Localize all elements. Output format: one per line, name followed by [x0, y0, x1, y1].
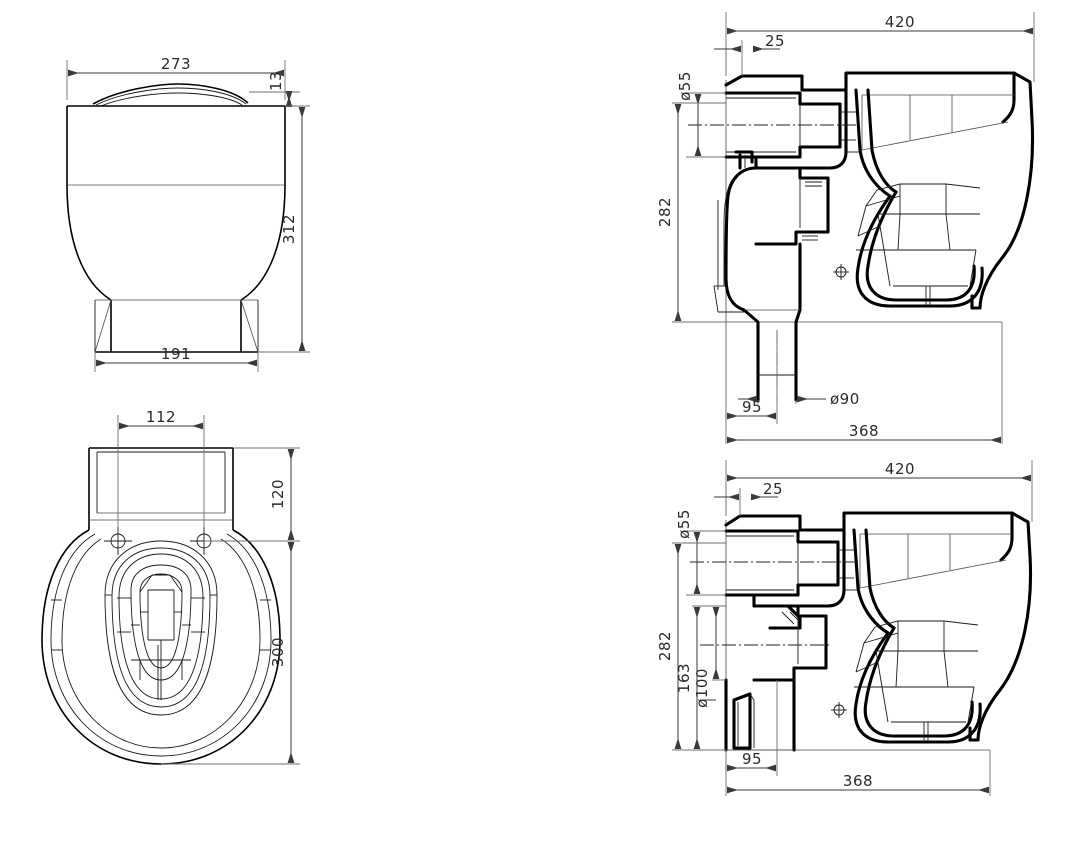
dimension-label-d100: ø100: [693, 668, 711, 708]
dimension-d90: ø90: [738, 390, 860, 408]
dimension-13: 13: [249, 71, 300, 107]
dimension-420-top: 420: [725, 12, 1035, 82]
view-section-p-trap: 420 25 ø55 282 163: [656, 460, 1033, 796]
view-front-elevation: 273 13 312 191: [66, 55, 310, 372]
dimension-label-120: 120: [269, 479, 287, 509]
dimension-d55-top: ø55: [676, 71, 726, 158]
dimension-120: 120: [204, 447, 300, 542]
section-s-trap-geometry: [688, 71, 1035, 402]
view-section-s-trap: 420 25 ø55 282: [656, 12, 1035, 444]
dimension-label-d90: ø90: [830, 390, 860, 408]
dimension-label-282-top: 282: [656, 197, 674, 227]
dimension-95-top: 95: [725, 322, 778, 424]
fixing-point-symbol-2: [831, 702, 847, 718]
dimension-label-13: 13: [267, 71, 285, 91]
dimension-label-163: 163: [675, 663, 693, 693]
view-plan: 112 120 300: [41, 408, 300, 765]
section-p-trap-geometry: [690, 511, 1033, 752]
dimension-191: 191: [94, 345, 259, 372]
dimension-label-312: 312: [280, 214, 298, 244]
dimension-112: 112: [117, 408, 205, 527]
dimension-420-bottom: 420: [725, 460, 1033, 522]
dimension-label-25-bottom: 25: [763, 480, 783, 498]
dimension-d100: ø100: [693, 605, 726, 708]
dimension-25-top: 25: [714, 32, 785, 76]
fixing-point-symbol: [833, 264, 849, 280]
dimension-label-420-bottom: 420: [885, 460, 915, 478]
dimension-label-25-top: 25: [765, 32, 785, 50]
dimension-label-273: 273: [161, 55, 191, 73]
dimension-d55-bottom: ø55: [675, 509, 726, 596]
plan-view-geometry: [41, 447, 281, 765]
dimension-300: 300: [161, 540, 300, 765]
dimension-label-300: 300: [269, 637, 287, 667]
dimension-25-bottom: 25: [714, 480, 783, 516]
dimension-label-282-bottom: 282: [656, 631, 674, 661]
dimension-label-112: 112: [146, 408, 176, 426]
dimension-312: 312: [258, 105, 310, 353]
dimension-label-368-bottom: 368: [843, 772, 873, 790]
front-elevation-geometry: [66, 83, 286, 353]
dimension-273: 273: [66, 55, 286, 100]
dimension-label-d55-bottom: ø55: [675, 509, 693, 539]
dimension-282-top: 282: [656, 102, 726, 323]
dimension-label-95-bottom: 95: [742, 750, 762, 768]
dimension-label-d55-top: ø55: [676, 71, 694, 101]
dimension-label-191: 191: [161, 345, 191, 363]
dimension-label-95-top: 95: [742, 398, 762, 416]
mounting-hole-left: [104, 527, 132, 555]
dimension-368-top: 368: [725, 322, 1003, 444]
dimension-368-bottom: 368: [725, 750, 991, 796]
dimension-282-bottom: 282: [656, 542, 726, 751]
dimension-label-420-top: 420: [885, 13, 915, 31]
dimension-label-368-top: 368: [849, 422, 879, 440]
